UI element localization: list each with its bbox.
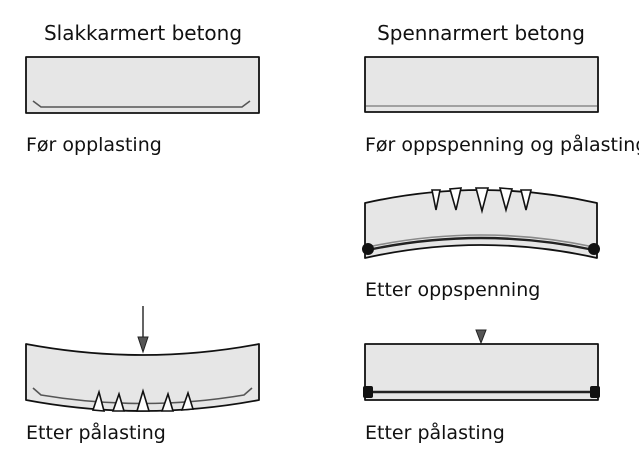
load-arrow-icon <box>475 329 487 345</box>
bottom-crack <box>135 388 151 412</box>
top-crack <box>431 189 441 211</box>
top-crack <box>498 187 514 213</box>
prestressed-beam-after-prestressing <box>362 187 600 259</box>
bottom-crack <box>160 391 175 412</box>
prestressed-beam-before-prestressing <box>364 56 599 113</box>
tendon-anchor-left <box>362 243 374 255</box>
caption-after-loading-reinforced: Etter pålasting <box>26 421 166 444</box>
beam-body <box>25 343 260 412</box>
beam-body <box>25 56 260 114</box>
bottom-crack <box>180 390 195 411</box>
load-arrow-icon <box>137 336 149 354</box>
tendon-anchor-left <box>363 386 373 398</box>
header-prestressed-concrete: Spennarmert betong <box>377 21 585 45</box>
caption-after-prestressing: Etter oppspenning <box>365 279 540 301</box>
top-crack <box>474 187 490 215</box>
bottom-crack <box>111 391 126 412</box>
reinforcement-bar <box>32 100 251 108</box>
bottom-crack <box>91 389 106 412</box>
top-crack <box>519 189 533 211</box>
prestressing-tendon <box>367 236 595 252</box>
caption-after-loading-prestressed: Etter pålasting <box>365 421 505 444</box>
prestressing-tendon-lower <box>367 234 595 248</box>
header-reinforced-concrete: Slakkarmert betong <box>44 21 242 45</box>
prestressed-beam-after-loading <box>363 329 600 401</box>
reinforced-beam-before-loading <box>25 56 260 114</box>
beam-body <box>364 56 599 113</box>
top-crack <box>448 187 463 211</box>
tendon-anchor-right <box>590 386 600 398</box>
reinforced-beam-after-loading <box>25 306 260 412</box>
tendon-anchor-right <box>588 243 600 255</box>
beam-body <box>364 343 599 401</box>
caption-before-loading: Før opplasting <box>26 134 162 156</box>
caption-before-prestressing-and-loading: Før oppspenning og pålasting <box>365 133 639 156</box>
